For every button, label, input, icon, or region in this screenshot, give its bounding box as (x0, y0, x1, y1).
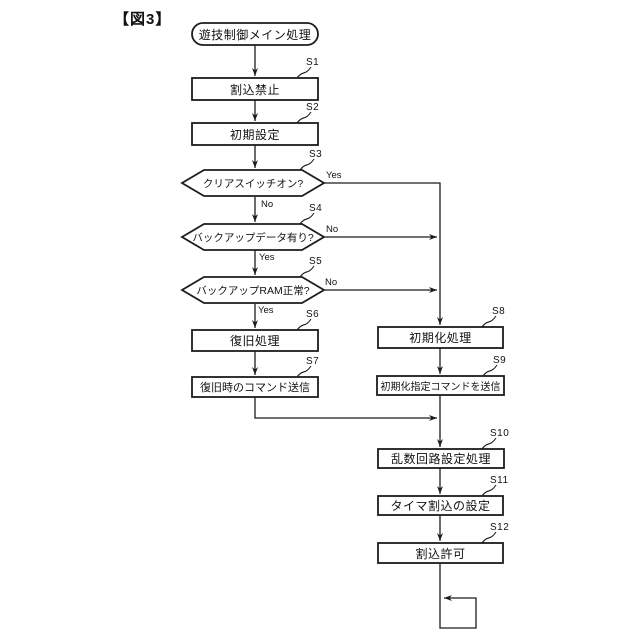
step-id-s3: S3 (309, 149, 323, 160)
figure-label: 【図3】 (114, 11, 172, 28)
step-s10-process: 乱数回路設定処理 (390, 452, 491, 466)
leader-s12 (481, 531, 497, 544)
branch-s3-yes: Yes (326, 170, 342, 181)
branch-s4-no: No (326, 224, 339, 235)
step-s1-process: 割込禁止 (229, 82, 280, 97)
leader-s10 (481, 437, 497, 450)
s11-box-shape (377, 495, 504, 516)
start-terminal-shape (191, 22, 319, 46)
leader-s3 (299, 158, 315, 171)
step-id-s12: S12 (490, 522, 510, 533)
s5-decision-shape (180, 276, 326, 304)
edge-s3-s8-yes (324, 182, 443, 325)
step-id-s11: S11 (490, 475, 509, 486)
s12-box-shape (377, 542, 504, 564)
branch-s5-yes: Yes (258, 305, 274, 316)
leader-s2 (296, 111, 312, 124)
leader-s11 (481, 484, 497, 497)
s1-box-shape (191, 77, 319, 101)
step-id-s2: S2 (306, 102, 320, 113)
step-id-s4: S4 (309, 203, 323, 214)
branch-s3-no: No (261, 199, 274, 210)
step-s12-process: 割込許可 (415, 546, 466, 561)
leader-s1 (296, 66, 312, 79)
s9-box-shape (376, 375, 505, 396)
step-id-s1: S1 (306, 57, 320, 68)
step-id-s8: S8 (492, 306, 506, 317)
step-id-s7: S7 (306, 356, 320, 367)
step-s11-process: タイマ割込の設定 (390, 499, 491, 513)
step-s8-process: 初期化処理 (409, 331, 472, 345)
leader-s9 (482, 364, 498, 377)
branch-s5-no: No (325, 277, 338, 288)
leader-s6 (296, 318, 312, 331)
step-id-s5: S5 (309, 256, 323, 267)
step-s4-decision: バックアップデータ有り? (192, 231, 314, 244)
s10-box-shape (377, 448, 505, 469)
step-s2-process: 初期設定 (229, 127, 280, 142)
step-s9-process: 初期化指定コマンドを送信 (380, 382, 501, 393)
edge-s7-join (254, 397, 437, 421)
leader-s5 (299, 265, 315, 278)
edge-s12-loop (439, 563, 477, 629)
start-terminal: 遊技制御メイン処理 (198, 27, 312, 42)
branch-s4-yes: Yes (259, 252, 275, 263)
s3-decision-shape (180, 169, 326, 197)
step-s3-decision: クリアスイッチオン? (202, 177, 304, 190)
s2-box-shape (191, 122, 319, 146)
s6-box-shape (191, 329, 319, 352)
step-s6-process: 復旧処理 (229, 334, 280, 348)
s8-box-shape (377, 326, 504, 349)
s7-box-shape (191, 376, 319, 398)
s4-decision-shape (180, 223, 326, 251)
step-s5-decision: バックアップRAM正常? (196, 284, 310, 297)
step-id-s10: S10 (490, 428, 510, 439)
step-s7-process: 復旧時のコマンド送信 (200, 382, 310, 394)
step-id-s6: S6 (306, 309, 320, 320)
leader-s7 (296, 365, 312, 378)
leader-s4 (299, 212, 315, 225)
step-id-s9: S9 (493, 355, 507, 366)
leader-s8 (481, 315, 497, 328)
